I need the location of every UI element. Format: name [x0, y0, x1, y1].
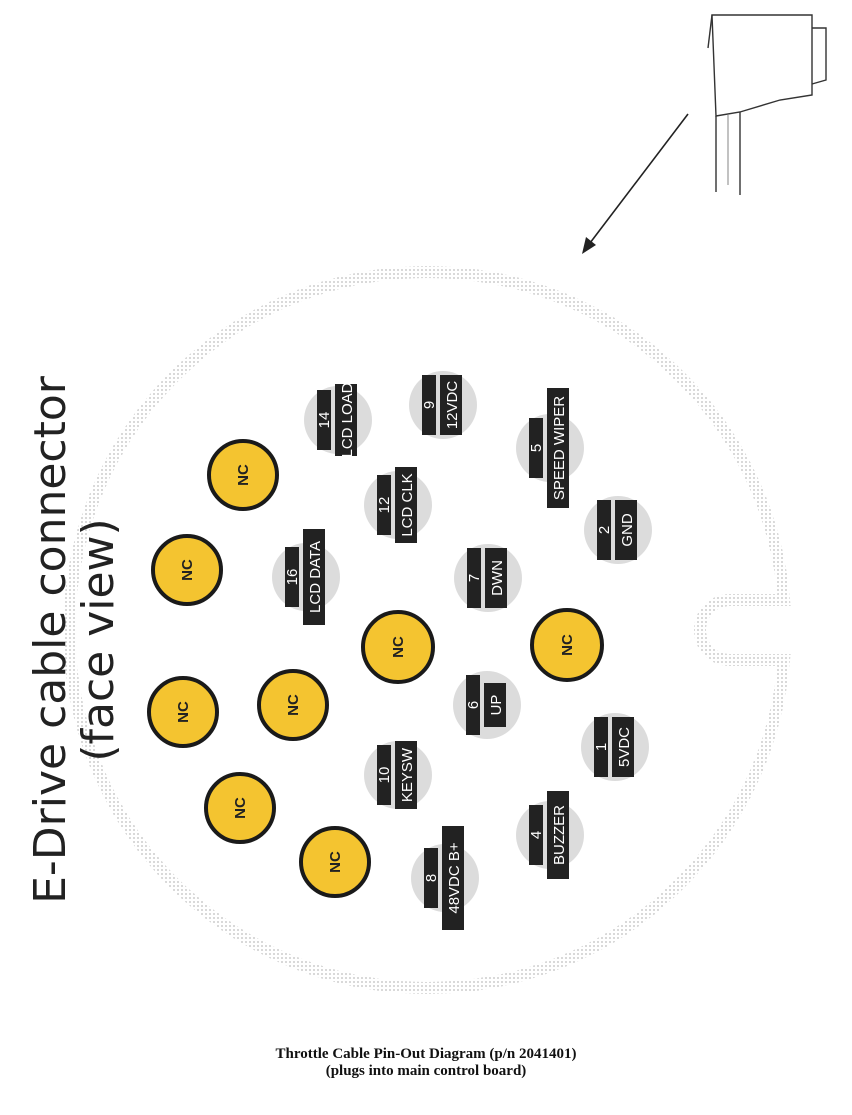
pin-4: 4 BUZZER — [516, 791, 584, 879]
nc-label: NC — [175, 701, 192, 723]
diagram-caption: Throttle Cable Pin-Out Diagram (p/n 2041… — [0, 1046, 852, 1080]
pin-14: 14 LCD LOAD — [304, 382, 372, 458]
nc-pin: NC — [147, 676, 219, 748]
nc-pin: NC — [361, 610, 435, 684]
pin-number: 2 — [596, 526, 613, 534]
pin-label: 48VDC B+ — [446, 842, 463, 914]
nc-pin: NC — [299, 826, 371, 898]
pin-9: 9 12VDC — [409, 371, 477, 439]
pin-label: KEYSW — [399, 747, 416, 802]
nc-label: NC — [559, 634, 576, 656]
pin-number: 6 — [465, 701, 482, 709]
pin-number: 16 — [284, 569, 301, 586]
nc-label: NC — [390, 636, 407, 658]
nc-label: NC — [327, 851, 344, 873]
nc-label: NC — [179, 559, 196, 581]
pin-number: 12 — [376, 497, 393, 514]
pin-1: 1 5VDC — [581, 713, 649, 781]
title-line-2: (face view) — [73, 518, 124, 761]
nc-pin: NC — [151, 534, 223, 606]
pin-label: DWN — [489, 560, 506, 596]
plug-illustration — [707, 14, 827, 195]
pin-number: 4 — [528, 831, 545, 839]
pin-label: BUZZER — [551, 805, 568, 865]
pin-number: 1 — [593, 743, 610, 751]
pin-5: 5 SPEED WIPER — [516, 388, 584, 508]
pin-number: 10 — [376, 767, 393, 784]
arrow-icon — [582, 113, 689, 254]
pin-10: 10 KEYSW — [364, 741, 432, 809]
pin-number: 5 — [528, 444, 545, 452]
pin-label: UP — [488, 695, 505, 716]
pin-label: 5VDC — [616, 727, 633, 767]
pin-12: 12 LCD CLK — [364, 467, 432, 543]
pin-number: 8 — [423, 874, 440, 882]
nc-pin: NC — [530, 608, 604, 682]
pin-label: 12VDC — [444, 381, 461, 430]
nc-pin: NC — [204, 772, 276, 844]
pin-number: 14 — [316, 412, 333, 429]
nc-pin: NC — [257, 669, 329, 741]
connector-outline — [63, 266, 791, 994]
pin-6: 6 UP — [453, 671, 521, 739]
pin-label: LCD DATA — [307, 541, 324, 613]
caption-line-2: (plugs into main control board) — [325, 1063, 527, 1079]
pin-number: 9 — [421, 401, 438, 409]
pin-label: GND — [619, 513, 636, 547]
pin-number: 7 — [466, 574, 483, 582]
pin-16: 16 LCD DATA — [272, 529, 340, 625]
nc-pin: NC — [207, 439, 279, 511]
connector-diagram: E-Drive cable connector (face view) 14 L… — [25, 14, 827, 994]
nc-label: NC — [235, 464, 252, 486]
pin-label: LCD LOAD — [339, 382, 356, 457]
title-line-1: E-Drive cable connector — [25, 375, 76, 904]
pin-label: LCD CLK — [399, 473, 416, 536]
caption-line-1: Throttle Cable Pin-Out Diagram (p/n 2041… — [275, 1046, 577, 1062]
pin-8: 8 48VDC B+ — [411, 826, 479, 930]
pin-2: 2 GND — [584, 496, 652, 564]
pin-label: SPEED WIPER — [551, 396, 568, 500]
nc-label: NC — [232, 797, 249, 819]
pin-7: 7 DWN — [454, 544, 522, 612]
connector-title: E-Drive cable connector (face view) — [25, 375, 124, 904]
nc-label: NC — [285, 694, 302, 716]
